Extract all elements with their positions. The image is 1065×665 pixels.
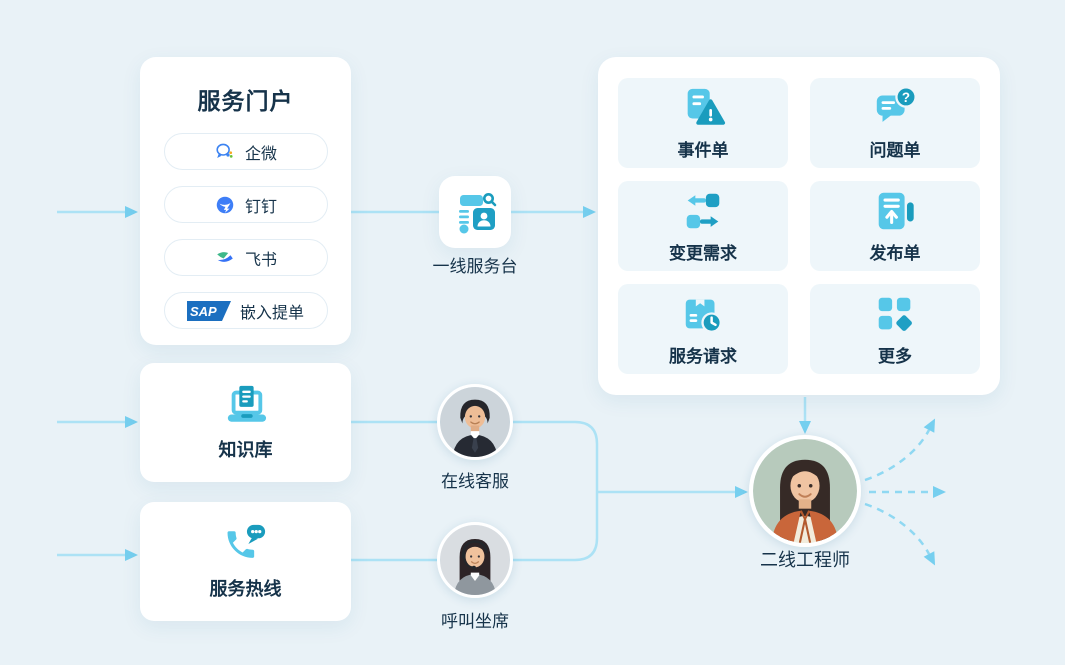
frontdesk-label: 一线服务台 [432,257,518,276]
knowledge-base-icon [227,385,266,422]
online-agent-label: 在线客服 [441,472,509,491]
portal-item-sap[interactable]: SAP 嵌入提单 [163,292,328,329]
tile-label: 发布单 [869,244,921,263]
portal-item-label: 钉钉 [244,198,277,216]
solid-arrows [57,206,811,562]
tile-label: 更多 [878,347,912,366]
tile-problem-ticket[interactable]: ? 问题单 [810,78,980,168]
service-request-icon [685,299,722,333]
call-agent-label: 呼叫坐席 [441,612,509,631]
tile-release-ticket[interactable]: 发布单 [810,181,980,271]
frontdesk-icon [459,193,497,234]
service-portal-card: 服务门户 企微 钉钉 飞书 SAP 嵌入提单 [140,57,351,345]
avatar-second-line-engineer [749,435,861,547]
second-line-engineer-photo [753,439,857,543]
ticket-types-card: 事件单 ? 问题单 变更需求 [598,57,1000,395]
feishu-icon [217,251,233,262]
avatar-online-agent [437,384,513,460]
online-agent-photo [440,387,510,457]
portal-title: 服务门户 [197,88,294,114]
tile-change-request[interactable]: 变更需求 [618,181,788,271]
svg-text:?: ? [902,90,910,105]
knowledge-base-card: 知识库 [140,363,351,482]
avatar-call-agent [437,522,513,598]
svg-text:SAP: SAP [190,304,217,319]
sap-logo: SAP [186,300,231,321]
knowledge-base-label: 知识库 [218,439,273,460]
tile-label: 服务请求 [669,347,737,366]
dispatch-arrow-up [864,418,936,482]
tile-label: 问题单 [869,141,921,160]
tile-service-request[interactable]: 服务请求 [618,284,788,374]
tile-label: 变更需求 [669,244,737,263]
portal-item-dingtalk[interactable]: 钉钉 [163,186,328,223]
hotline-merge-line [351,492,599,562]
wecom-icon [216,143,233,158]
more-icon [878,297,912,331]
portal-item-wecom[interactable]: 企微 [163,133,328,170]
frontdesk-card [439,176,511,248]
portal-item-feishu[interactable]: 飞书 [163,239,328,276]
dashed-dispatch-arrows [864,418,946,566]
release-ticket-icon [878,192,914,230]
knowledge-merge-line [351,420,599,492]
portal-item-label: 企微 [244,145,277,163]
dingtalk-icon [216,196,234,213]
tile-more[interactable]: 更多 [810,284,980,374]
portal-item-label: 嵌入提单 [239,304,304,322]
second-line-engineer-label: 二线工程师 [760,550,850,570]
problem-ticket-icon: ? [876,86,917,122]
incident-ticket-icon [687,88,726,125]
change-request-icon [686,193,720,229]
service-hotline-card: 服务热线 [140,502,351,621]
portal-item-label: 飞书 [244,251,277,269]
call-agent-photo [440,525,510,595]
service-hotline-label: 服务热线 [209,578,282,599]
tile-incident-ticket[interactable]: 事件单 [618,78,788,168]
tile-label: 事件单 [677,141,729,160]
service-hotline-icon [227,524,265,558]
